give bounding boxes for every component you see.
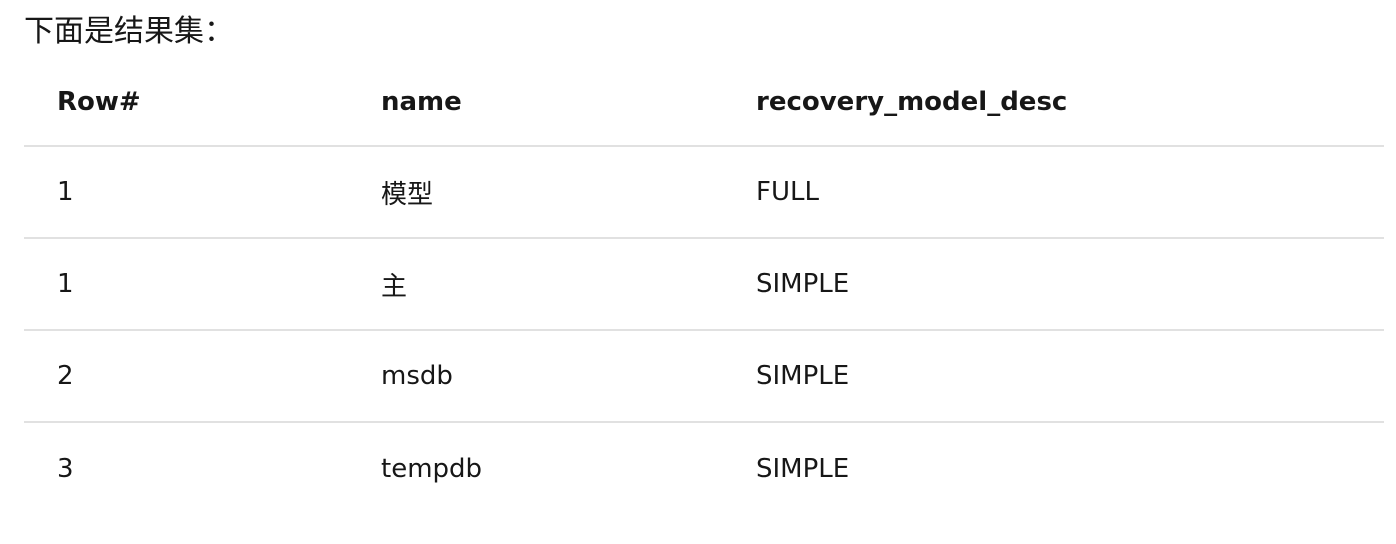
cell-recovery-model-desc: SIMPLE <box>756 361 850 391</box>
result-set-table: Row# name recovery_model_desc 1 模型 FULL … <box>24 72 1384 514</box>
cell-name: 主 <box>381 271 408 302</box>
table-row: 1 主 SIMPLE <box>24 238 1384 330</box>
column-header-name: name <box>381 86 462 117</box>
table-row: 1 模型 FULL <box>24 146 1384 238</box>
cell-row-number: 2 <box>57 361 74 391</box>
cell-name: 模型 <box>381 179 434 210</box>
cell-recovery-model-desc: SIMPLE <box>756 269 850 299</box>
table-row: 3 tempdb SIMPLE <box>24 422 1384 514</box>
column-header-row-number: Row# <box>57 86 141 117</box>
document-content: 下面是结果集： Row# name recovery_model_desc 1 … <box>24 0 1384 484</box>
cell-name: tempdb <box>381 453 483 484</box>
column-header-recovery-model-desc: recovery_model_desc <box>756 86 1068 117</box>
header-row: Row# name recovery_model_desc <box>24 72 1384 146</box>
cell-name: msdb <box>381 361 453 391</box>
intro-paragraph: 下面是结果集： <box>24 14 234 49</box>
cell-recovery-model-desc: SIMPLE <box>756 453 850 484</box>
cell-row-number: 1 <box>57 269 74 299</box>
table-row: 2 msdb SIMPLE <box>24 330 1384 422</box>
cell-row-number: 3 <box>57 453 74 484</box>
cell-row-number: 1 <box>57 177 74 207</box>
table-header: Row# name recovery_model_desc <box>24 72 1384 146</box>
table-body: 1 模型 FULL 1 主 SIMPLE 2 msdb SIMPLE 3 tem… <box>24 146 1384 514</box>
cell-recovery-model-desc: FULL <box>756 177 819 207</box>
